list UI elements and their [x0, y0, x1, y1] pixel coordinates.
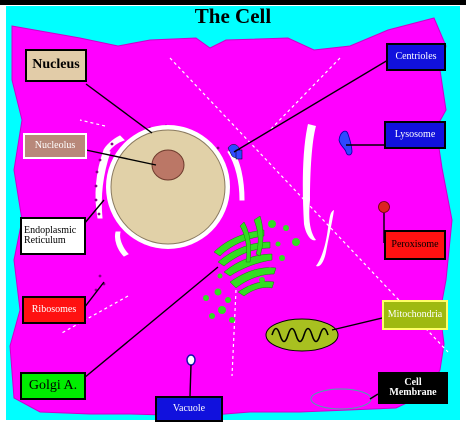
label-peroxisome: Peroxisome: [384, 230, 446, 260]
nucleus-body: [111, 130, 225, 244]
label-mitochondria: Mitochondria: [382, 300, 448, 330]
vacuole-shape: [187, 355, 195, 365]
label-cell-membrane: Cell Membrane: [378, 372, 448, 404]
nucleolus-body: [152, 150, 184, 180]
label-golgi: Golgi A.: [20, 372, 86, 400]
label-nucleolus: Nucleolus: [23, 133, 87, 159]
label-vacuole: Vacuole: [155, 396, 223, 422]
label-lysosome: Lysosome: [384, 121, 446, 149]
peroxisome-shape: [379, 202, 390, 213]
label-endoplasmic-reticulum: Endoplasmic Reticulum: [20, 217, 86, 255]
label-nucleus: Nucleus: [25, 49, 87, 82]
label-centrioles: Centrioles: [386, 43, 446, 71]
diagram-title: The Cell: [0, 4, 466, 29]
mitochondrion-shape: [266, 319, 338, 351]
label-ribosomes: Ribosomes: [22, 296, 86, 324]
